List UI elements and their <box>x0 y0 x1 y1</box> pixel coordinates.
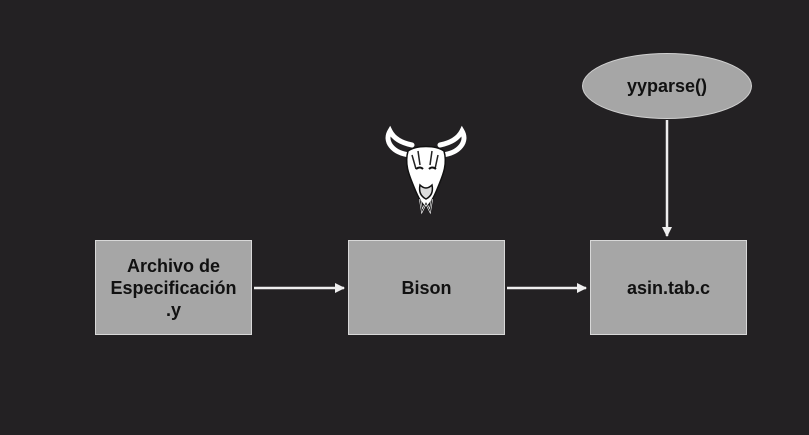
node-spec-line2: Especificación <box>110 277 237 298</box>
node-spec-line3: .y <box>165 299 181 320</box>
node-archivo-especificacion: Archivo de Especificación .y <box>95 240 252 335</box>
gnu-head-icon <box>385 125 467 215</box>
node-bison: Bison <box>348 240 505 335</box>
node-yyparse: yyparse() <box>582 53 752 119</box>
node-out-label: asin.tab.c <box>626 277 711 298</box>
node-spec-line1: Archivo de <box>126 255 221 276</box>
node-yyparse-label: yyparse() <box>626 76 708 96</box>
node-asin-tab-c: asin.tab.c <box>590 240 747 335</box>
node-bison-label: Bison <box>401 277 452 298</box>
